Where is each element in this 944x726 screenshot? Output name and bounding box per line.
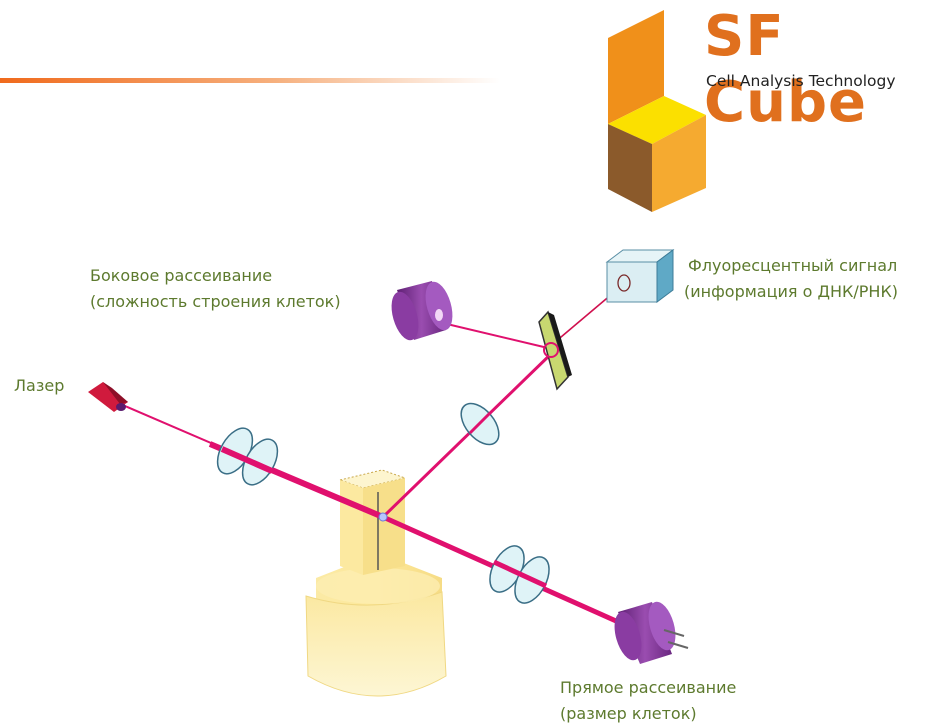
laser-source (88, 382, 128, 412)
flow-cell (338, 469, 407, 575)
brand-name: SF Cube (704, 4, 868, 135)
forward-scatter-label: Прямое рассеивание (560, 678, 737, 697)
sample-housing (305, 560, 447, 697)
dichroic-mirror (538, 310, 572, 391)
side-scatter-detector (391, 281, 453, 341)
sf-cube-logo (608, 10, 706, 212)
fluorescence-label: Флуоресцентный сигнал (688, 256, 898, 275)
header-gradient-rule (0, 78, 500, 83)
fluorescence-detector (605, 249, 675, 303)
laser-label: Лазер (14, 376, 65, 395)
forward-scatter-sublabel: (размер клеток) (560, 704, 697, 723)
brand-tagline: Cell Analysis Technology (706, 72, 896, 90)
fluorescence-sublabel: (информация о ДНК/РНК) (684, 282, 899, 301)
forward-scatter-detector (614, 601, 689, 664)
beam-overlay (220, 411, 548, 589)
side-scatter-label: Боковое рассеивание (90, 266, 273, 285)
side-scatter-sublabel: (сложность строения клеток) (90, 292, 341, 311)
